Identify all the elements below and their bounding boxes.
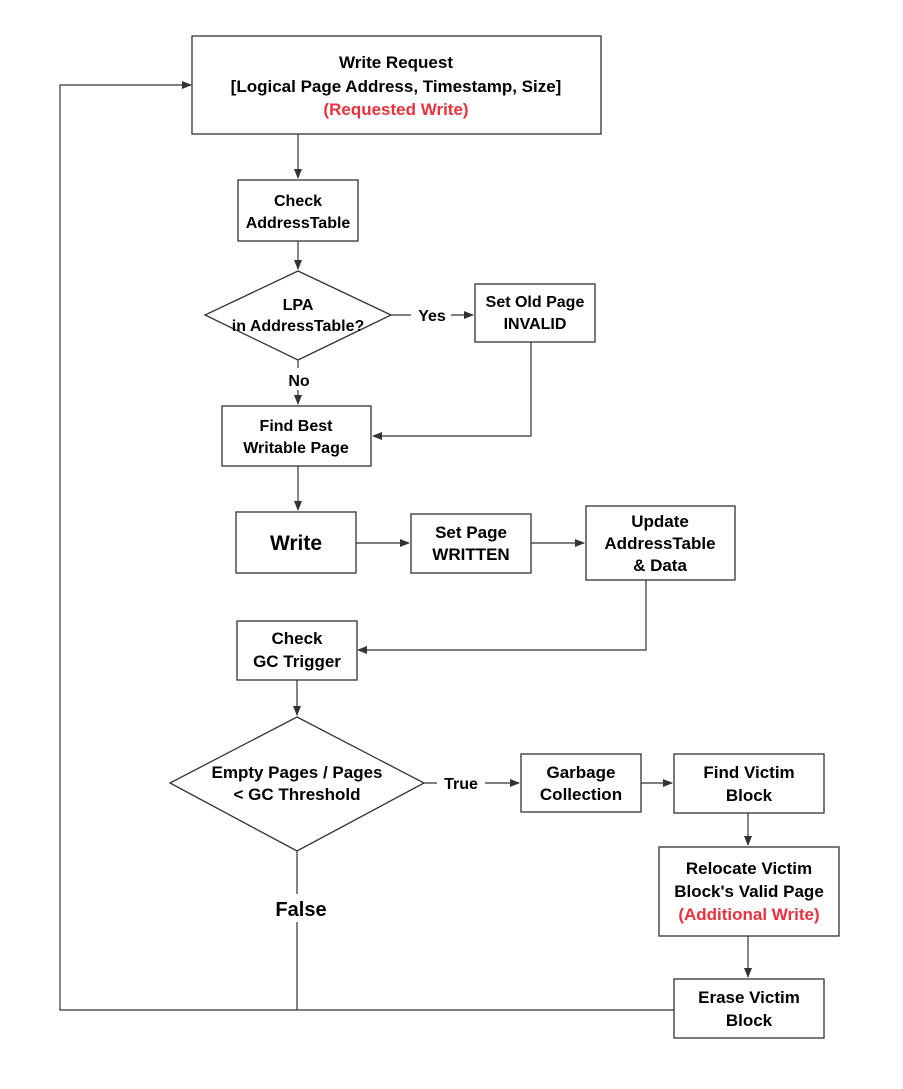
write-label: Write	[270, 532, 322, 555]
lpa-decision-line-1: LPA	[283, 297, 314, 314]
garbage-collection-line-1: Garbage	[547, 763, 616, 782]
node-write-request: Write Request [Logical Page Address, Tim…	[191, 35, 602, 135]
node-lpa-decision: LPA in AddressTable?	[203, 270, 393, 361]
requested-write-note: (Requested Write)	[323, 100, 468, 119]
check-gc-line-1: Check	[271, 629, 323, 648]
write-request-line-1: Write Request	[339, 53, 453, 72]
find-victim-line-2: Block	[726, 786, 773, 805]
node-set-old-page-invalid: Set Old Page INVALID	[474, 283, 596, 343]
update-line-3: & Data	[633, 556, 687, 575]
garbage-collection-line-2: Collection	[540, 785, 622, 804]
node-erase-victim-block: Erase Victim Block	[673, 978, 825, 1039]
gc-decision-line-1: Empty Pages / Pages	[211, 763, 382, 782]
node-garbage-collection: Garbage Collection	[520, 753, 642, 813]
write-request-line-2: [Logical Page Address, Timestamp, Size]	[231, 77, 562, 96]
erase-victim-line-1: Erase Victim	[698, 988, 800, 1007]
relocate-line-1: Relocate Victim	[686, 859, 812, 878]
lpa-decision-line-2: in AddressTable?	[232, 318, 364, 335]
find-best-line-2: Writable Page	[243, 440, 349, 457]
check-address-table-line-1: Check	[274, 193, 322, 210]
set-page-line-2: WRITTEN	[432, 545, 509, 564]
false-label: False	[275, 899, 326, 921]
no-label: No	[288, 373, 310, 390]
node-gc-decision: Empty Pages / Pages < GC Threshold	[168, 716, 426, 852]
update-line-2: AddressTable	[604, 534, 715, 553]
node-check-gc-trigger: Check GC Trigger	[236, 620, 358, 681]
relocate-line-2: Block's Valid Page	[674, 882, 824, 901]
edge-erase-loop-back	[59, 81, 674, 1011]
node-find-victim-block: Find Victim Block	[673, 753, 825, 814]
node-relocate-valid-page: Relocate Victim Block's Valid Page (Addi…	[658, 846, 840, 937]
true-label: True	[444, 776, 478, 793]
check-address-table-line-2: AddressTable	[246, 215, 351, 232]
find-best-line-1: Find Best	[260, 418, 334, 435]
find-victim-line-1: Find Victim	[703, 763, 794, 782]
yes-label: Yes	[418, 308, 446, 325]
update-line-1: Update	[631, 512, 689, 531]
set-old-page-line-2: INVALID	[504, 316, 567, 333]
set-page-line-1: Set Page	[435, 523, 507, 542]
node-find-best-writable-page: Find Best Writable Page	[221, 405, 372, 467]
set-old-page-line-1: Set Old Page	[486, 294, 585, 311]
node-set-page-written: Set Page WRITTEN	[410, 513, 532, 574]
node-update-address-table: Update AddressTable & Data	[585, 505, 736, 581]
check-gc-line-2: GC Trigger	[253, 652, 341, 671]
edge-labels: Yes No True False	[268, 304, 485, 922]
additional-write-note: (Additional Write)	[678, 905, 819, 924]
gc-decision-line-2: < GC Threshold	[233, 785, 360, 804]
edge-invalid-to-find	[372, 342, 532, 440]
node-check-address-table: Check AddressTable	[237, 179, 359, 242]
erase-victim-line-2: Block	[726, 1011, 773, 1030]
edge-update-to-gc-check	[357, 580, 647, 654]
node-write: Write	[235, 511, 357, 574]
